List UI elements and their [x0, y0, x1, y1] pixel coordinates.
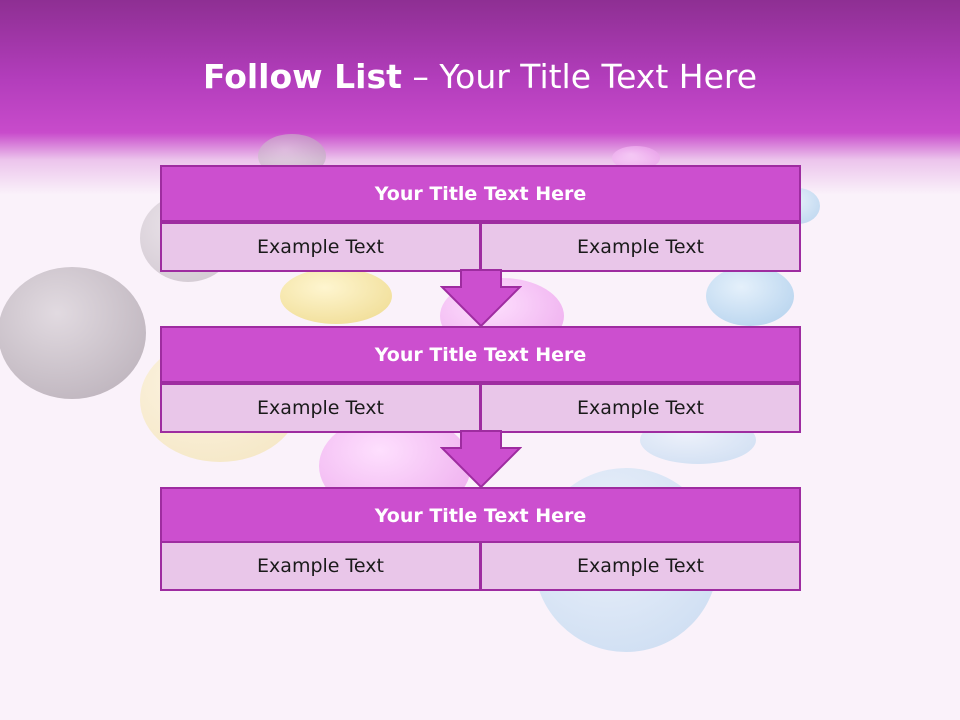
- step-1-right-text: Example Text: [480, 222, 801, 272]
- down-arrow-icon: [440, 430, 522, 489]
- header-band: [0, 0, 960, 195]
- step-3-left-text: Example Text: [160, 541, 481, 591]
- yellow-pebble: [280, 268, 392, 324]
- step-1-left-text: Example Text: [160, 222, 481, 272]
- title-rest-part: – Your Title Text Here: [401, 57, 758, 96]
- blue-pebble: [706, 266, 794, 326]
- gray-pebble: [0, 267, 146, 399]
- pink-pebble: [612, 146, 660, 170]
- step-2-title: Your Title Text Here: [160, 326, 801, 383]
- step-1-title: Your Title Text Here: [160, 165, 801, 222]
- step-2-right-text: Example Text: [480, 383, 801, 433]
- slide-title: Follow List – Your Title Text Here: [0, 55, 960, 99]
- down-arrow-icon: [440, 269, 522, 328]
- title-bold-part: Follow List: [202, 57, 402, 96]
- step-2-left-text: Example Text: [160, 383, 481, 433]
- step-3-title: Your Title Text Here: [160, 487, 801, 544]
- step-3-right-text: Example Text: [480, 541, 801, 591]
